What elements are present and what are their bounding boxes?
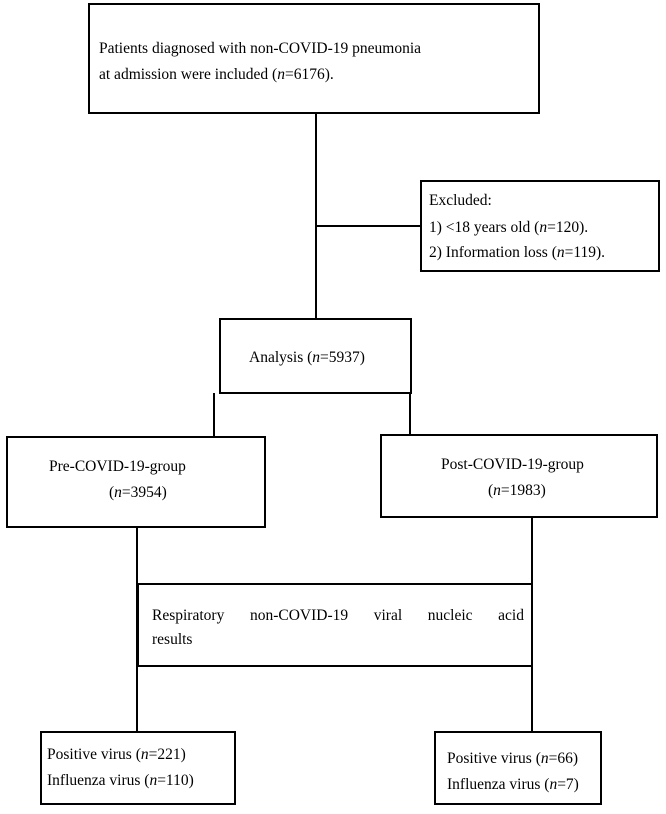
excluded-title: Excluded: bbox=[429, 192, 492, 209]
excluded-box: Excluded: 1) <18 years old (n=120). 2) I… bbox=[420, 180, 660, 272]
pre-covid-group-count: (n=3954) bbox=[109, 484, 167, 501]
pre-covid-results-box: Positive virus (n=221) Influenza virus (… bbox=[40, 731, 236, 805]
included-line1: Patients diagnosed with non-COVID-19 pne… bbox=[99, 40, 422, 57]
respiratory-results-box: Respiratory non-COVID-19 viral nucleic a… bbox=[137, 583, 533, 667]
post-positive-virus: Positive virus (n=66) bbox=[447, 750, 579, 767]
pre-covid-group-label: Pre-COVID-19-group bbox=[49, 458, 186, 475]
pre-covid-group-box: Pre-COVID-19-group (n=3954) bbox=[6, 436, 266, 528]
post-covid-group-label: Post-COVID-19-group bbox=[441, 456, 584, 473]
post-covid-group-box: Post-COVID-19-group (n=1983) bbox=[380, 434, 658, 518]
connector-analysis-left bbox=[213, 393, 215, 437]
excluded-item-2: 2) Information loss (n=119). bbox=[429, 244, 606, 261]
connector-analysis-right bbox=[409, 393, 411, 437]
post-covid-group-count: (n=1983) bbox=[488, 482, 546, 499]
respiratory-results-line1: Respiratory non-COVID-19 viral nucleic a… bbox=[152, 607, 524, 624]
pre-influenza-virus: Influenza virus (n=110) bbox=[47, 772, 194, 789]
post-influenza-virus: Influenza virus (n=7) bbox=[447, 776, 579, 793]
respiratory-results-line2: results bbox=[152, 631, 193, 648]
connector-included-to-analysis bbox=[315, 113, 317, 319]
included-box: Patients diagnosed with non-COVID-19 pne… bbox=[88, 3, 540, 114]
excluded-item-1: 1) <18 years old (n=120). bbox=[429, 219, 589, 236]
analysis-box: Analysis (n=5937) bbox=[219, 318, 412, 394]
connector-to-excluded bbox=[315, 225, 421, 227]
post-covid-results-box: Positive virus (n=66) Influenza virus (n… bbox=[434, 731, 602, 805]
pre-positive-virus: Positive virus (n=221) bbox=[47, 746, 186, 763]
included-line2: at admission were included (n=6176). bbox=[99, 66, 334, 83]
analysis-label: Analysis (n=5937) bbox=[249, 349, 365, 366]
